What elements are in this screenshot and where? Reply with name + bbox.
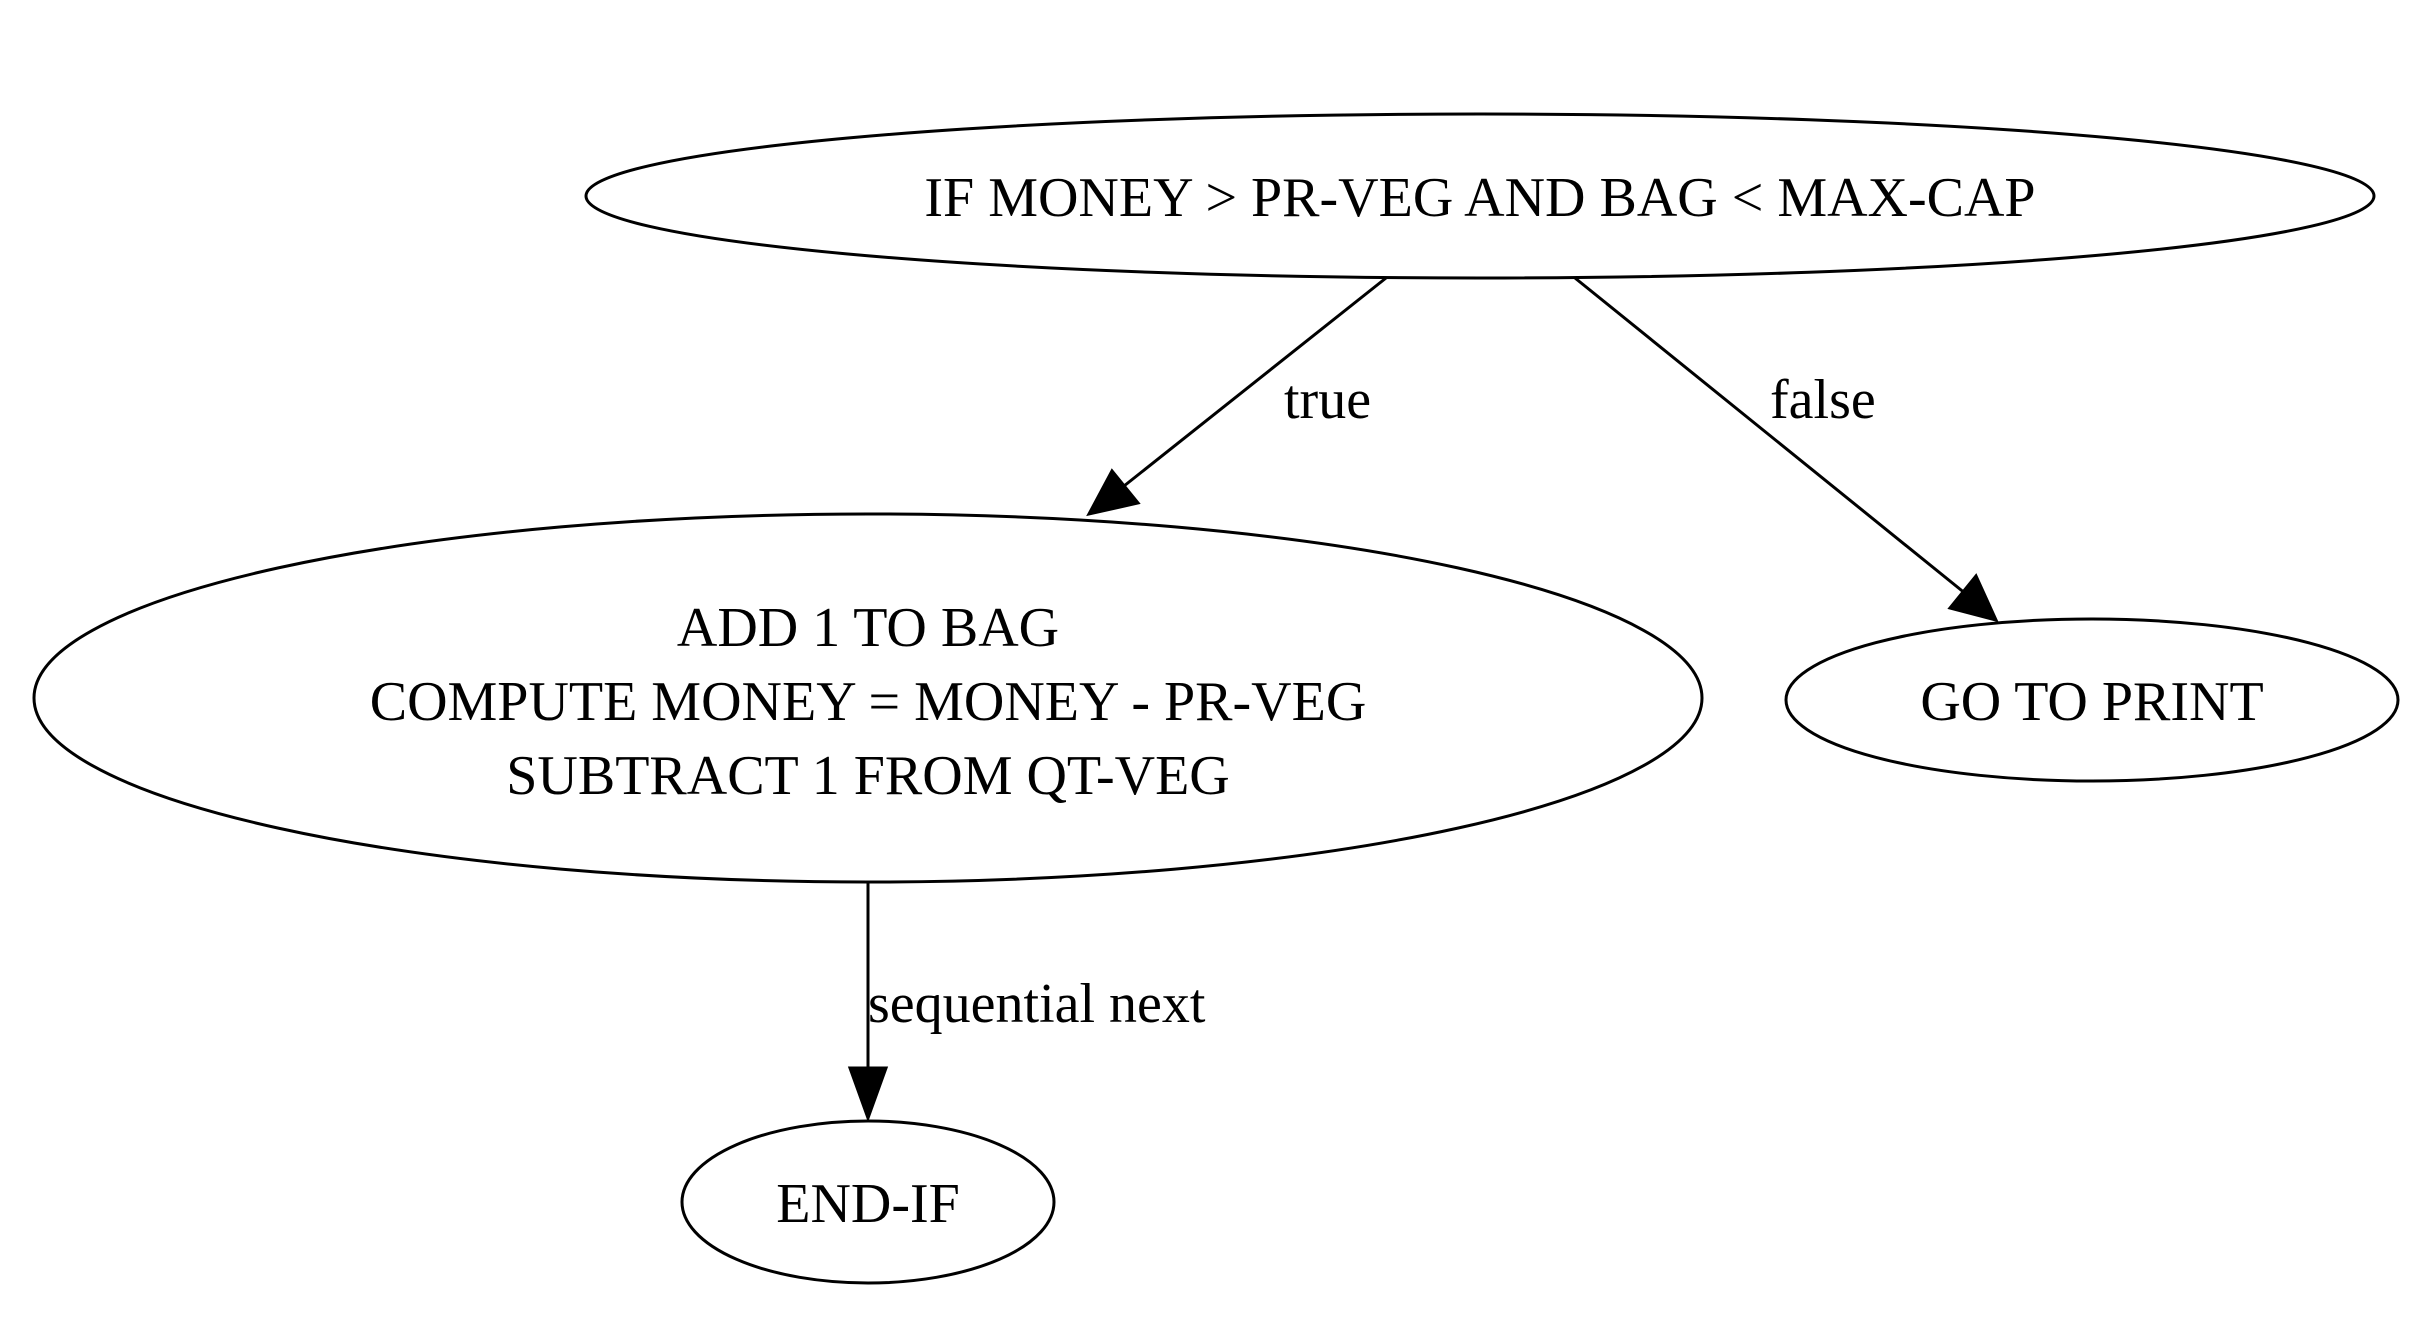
node-body-line-3: SUBTRACT 1 FROM QT-VEG: [506, 745, 1229, 807]
edge-true-label: true: [1284, 369, 1371, 431]
edge-sequential-arrowhead: [847, 1066, 889, 1123]
node-condition-shape: [584, 112, 2376, 280]
node-goto-print-label: GO TO PRINT: [1920, 671, 2263, 733]
node-end-if-label: END-IF: [776, 1173, 960, 1235]
node-goto-print: GO TO PRINT: [1784, 617, 2400, 783]
node-end-if: END-IF: [680, 1119, 1056, 1285]
node-condition: IF MONEY > PR-VEG AND BAG < MAX-CAP: [584, 112, 2376, 280]
node-goto-print-shape: [1784, 617, 2400, 783]
edge-sequential-label: sequential next: [868, 973, 1206, 1035]
edge-sequential: sequential next: [847, 882, 1206, 1123]
edge-false-label: false: [1770, 369, 1876, 431]
node-body-line-1: ADD 1 TO BAG: [677, 597, 1059, 659]
node-body: ADD 1 TO BAG COMPUTE MONEY = MONEY - PR-…: [32, 512, 1704, 884]
edge-false-arrowhead: [1947, 573, 1999, 623]
edge-true-arrowhead: [1086, 468, 1141, 517]
edge-true-line: [1123, 276, 1387, 488]
edge-false-line: [1574, 276, 1967, 596]
edge-true: true: [1086, 276, 1387, 517]
node-condition-label: IF MONEY > PR-VEG AND BAG < MAX-CAP: [924, 167, 2035, 229]
node-body-shape: [32, 512, 1704, 884]
node-end-if-shape: [680, 1119, 1056, 1285]
node-body-line-2: COMPUTE MONEY = MONEY - PR-VEG: [370, 671, 1367, 733]
edge-false: false: [1574, 276, 1999, 623]
